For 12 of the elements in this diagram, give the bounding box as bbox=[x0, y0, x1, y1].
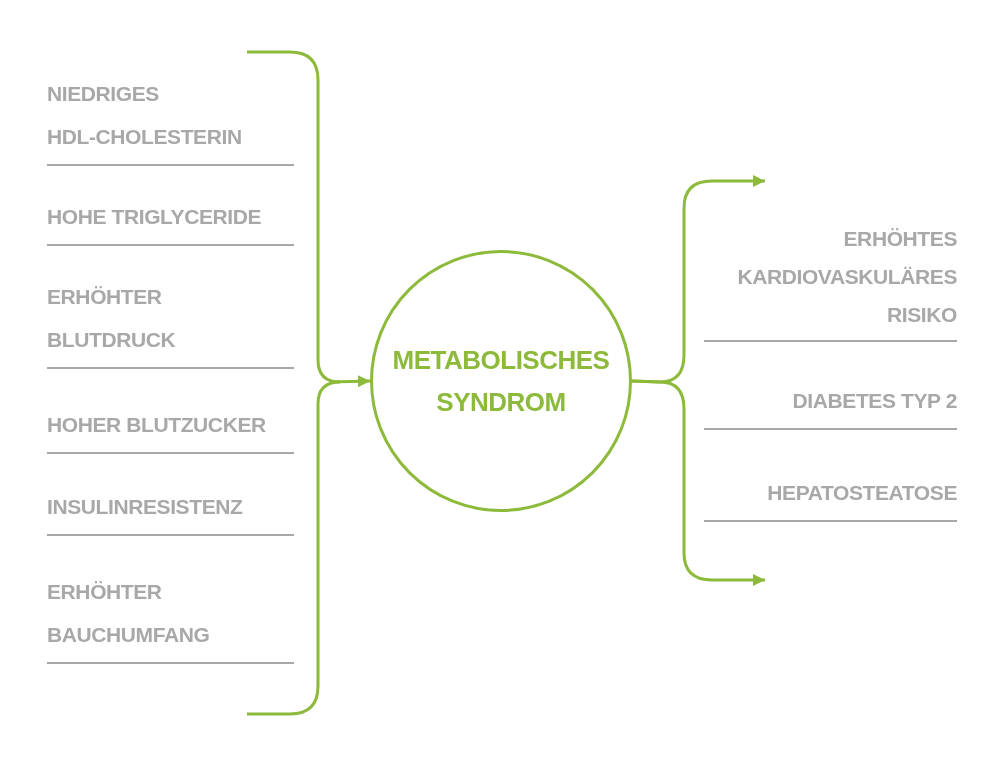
item-label: HOHE TRIGLYCERIDE bbox=[47, 204, 263, 230]
node-title: METABOLISCHES SYNDROM bbox=[391, 344, 611, 419]
arrow bbox=[329, 375, 371, 388]
item-label: DIABETES TYP 2 bbox=[791, 388, 957, 414]
item-label: NIEDRIGES HDL-CHOLESTERIN bbox=[47, 81, 243, 150]
item-label: ERHÖHTES KARDIOVASKULÄRES RISIKO bbox=[736, 226, 957, 328]
item-label: HEPATOSTEATOSE bbox=[766, 480, 957, 506]
item-label: HOHER BLUTZUCKER bbox=[47, 412, 267, 438]
item-label: ERHÖHTER BAUCHUMFANG bbox=[47, 579, 211, 648]
item-label: ERHÖHTER BLUTDRUCK bbox=[47, 284, 177, 353]
arrow bbox=[631, 379, 765, 586]
item-label: INSULINRESISTENZ bbox=[47, 494, 244, 520]
